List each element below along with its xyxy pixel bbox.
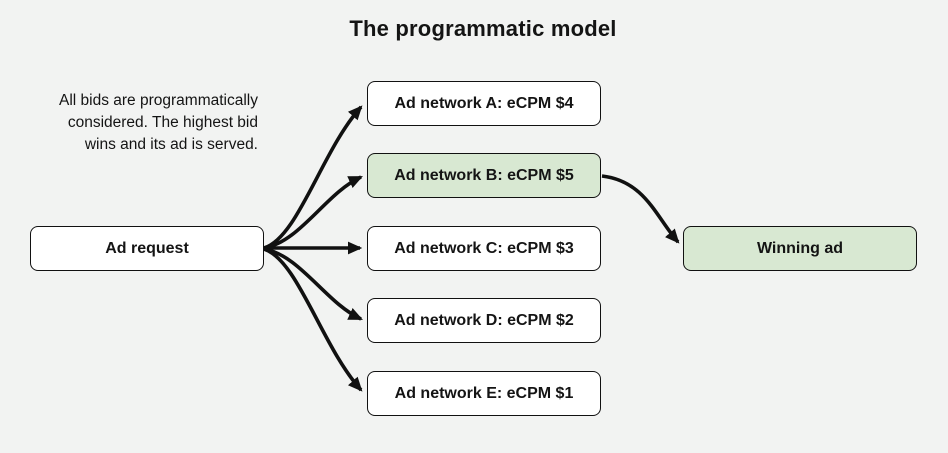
arrow-request-to-network-e: [263, 247, 363, 392]
page-title: The programmatic model: [349, 16, 617, 41]
description-line: considered. The highest bid: [67, 114, 258, 131]
description-line: All bids are programmatically: [59, 92, 258, 109]
node-winning-ad: Winning ad: [683, 226, 917, 271]
arrow-request-to-network-d: [263, 247, 363, 321]
node-ad-network-c: Ad network C: eCPM $3: [367, 226, 601, 271]
node-ad-network-b: Ad network B: eCPM $5: [367, 153, 601, 198]
description-text: All bids are programmatically considered…: [0, 90, 258, 156]
node-label: Ad network B: eCPM $5: [394, 166, 574, 184]
node-label: Ad network D: eCPM $2: [394, 311, 574, 329]
node-label: Ad network C: eCPM $3: [394, 239, 574, 257]
node-ad-network-d: Ad network D: eCPM $2: [367, 298, 601, 343]
node-label: Ad network A: eCPM $4: [394, 94, 574, 112]
node-ad-request: Ad request: [30, 226, 264, 271]
description-line: wins and its ad is served.: [84, 136, 258, 153]
arrow-network-b-to-winning-ad: [601, 174, 680, 244]
node-ad-network-a: Ad network A: eCPM $4: [367, 81, 601, 126]
node-ad-network-e: Ad network E: eCPM $1: [367, 371, 601, 416]
arrow-request-to-network-a: [263, 105, 363, 250]
node-label: Ad network E: eCPM $1: [394, 384, 574, 402]
node-label: Winning ad: [756, 239, 844, 257]
node-label: Ad request: [105, 239, 189, 257]
arrow-request-to-network-b: [263, 175, 363, 250]
